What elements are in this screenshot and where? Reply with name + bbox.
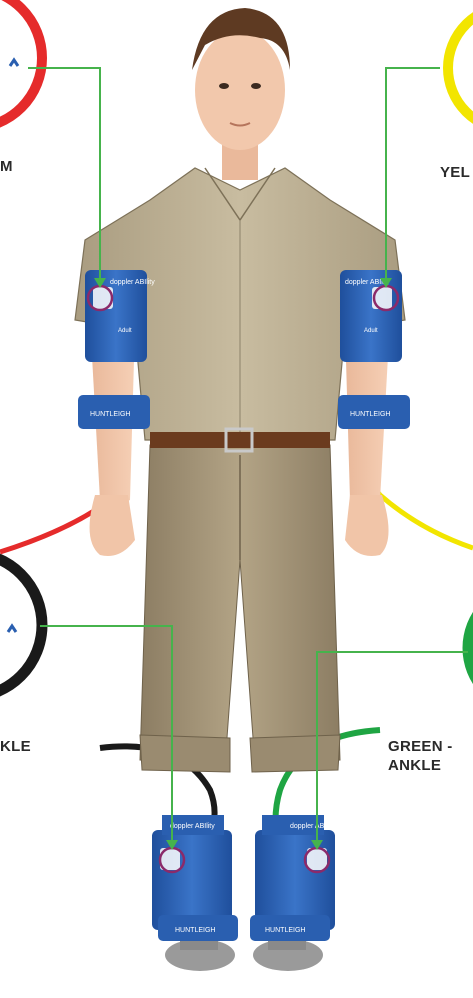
right-ankle-cuff: doppler ABIlity HUNTLEIGH [250,815,335,941]
strap-text: HUNTLEIGH [350,411,390,418]
yellow-circle [448,6,473,130]
cuff-brand-text: doppler ABIlity [110,279,155,286]
label-right-ankle-line1: GREEN - [388,737,453,756]
label-left-arm: M [0,157,13,176]
label-left-ankle: KLE [0,737,31,756]
strap-text: HUNTLEIGH [90,411,130,418]
strap-text: HUNTLEIGH [265,927,305,934]
left-ankle-cuff: doppler ABIlity HUNTLEIGH [152,815,238,941]
trousers [140,445,340,772]
left-wrist-strap: HUNTLEIGH [78,395,150,429]
cuff-brand-text: doppler ABIlity [170,823,215,830]
cuff-adult-text: Adult [118,328,132,334]
belt [150,429,330,451]
right-wrist-strap: HUNTLEIGH [338,395,410,429]
cuff-adult-text: Adult [364,328,378,334]
green-circle [468,586,473,710]
head [192,8,290,180]
cuff-brand-text: doppler ABIlity [290,823,335,830]
left-arm-cuff: doppler ABIlity Adult [85,270,155,362]
label-right-arm: YEL [440,163,470,182]
black-circle [0,553,42,697]
strap-text: HUNTLEIGH [175,927,215,934]
right-arm-cuff: doppler ABIlity Adult [340,270,402,362]
red-circle [0,0,42,128]
label-right-ankle-line2: ANKLE [388,756,441,775]
